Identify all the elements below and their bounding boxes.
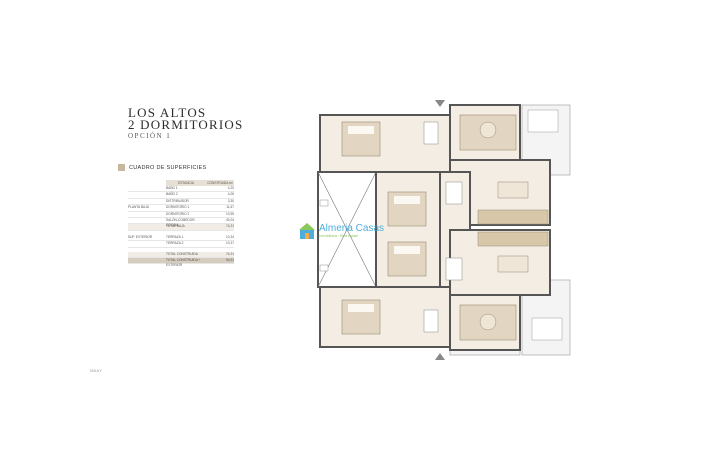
bath-mid-upper [445,181,463,205]
col-estancia: ESTANCIA [166,180,206,186]
watermark-sub: Inmobiliaria · Real Estate [319,233,359,238]
surfaces-heading: CUADRO DE SUPERFICIES [118,164,207,171]
dining-table-lower [497,255,529,273]
plan-title-line1: LOS ALTOS [128,105,207,120]
entry-arrow-top [435,100,445,107]
terrace-table-top [527,109,559,133]
entry-arrow-bottom [435,353,445,360]
dining-table-upper [497,181,529,199]
floor-plan [317,100,571,360]
watermark: Almeria Casas Inmobiliaria · Real Estate [298,221,384,239]
group-exterior: SUP. EXTERIOR [128,234,153,239]
terrace-table-bottom [531,317,563,341]
col-construida: CONSTRUIDA m² [206,180,234,186]
bath-upper [423,121,439,145]
watermark-name: Almeria Casas [319,222,385,234]
bath-lower [423,309,439,333]
surfaces-heading-text: CUADRO DE SUPERFICIES [129,164,207,171]
house-logo-icon [298,221,316,239]
kitchen-counter-upper [477,209,549,225]
footer-mark: NBAY [90,368,103,373]
plan-subtitle: OPCIÓN 1 [128,132,172,140]
plan-title-line2: 2 DORMITORIOS [128,117,244,132]
group-planta-baja: PLANTA BAJA [128,205,149,210]
square-icon [118,164,125,171]
kitchen-counter-lower [477,231,549,247]
bath-mid-lower [445,257,463,281]
table-header: ESTANCIA CONSTRUIDA m² [128,180,234,186]
